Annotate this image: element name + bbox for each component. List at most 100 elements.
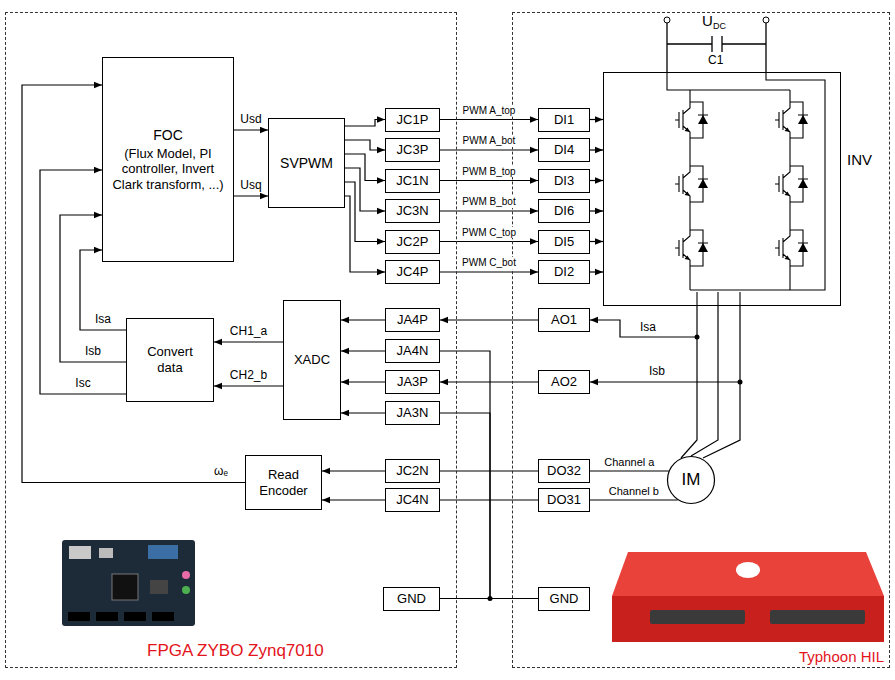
board-header: [96, 612, 118, 621]
hil-connector: [770, 610, 865, 624]
node-text: XADC: [294, 352, 330, 368]
pin-box: JC2P: [385, 230, 440, 254]
pin-box: JC4N: [385, 488, 440, 512]
connector: [345, 140, 385, 150]
region-title: FPGA ZYBO Zynq7010: [147, 641, 324, 661]
connector: [341, 412, 385, 413]
signal-label: Usq: [238, 179, 263, 193]
audio-jack: [182, 571, 190, 579]
connector: [60, 215, 126, 362]
board-header: [68, 612, 90, 621]
region-title: Typhoon HIL: [799, 648, 884, 665]
node-text: JA4N: [397, 343, 429, 359]
connector: [341, 350, 385, 351]
hil-connector: [650, 610, 745, 624]
gnd-box: GND: [383, 587, 440, 611]
signal-label: PWM C_bot: [460, 257, 518, 269]
node-text: AO2: [551, 374, 577, 390]
connector: [440, 149, 538, 150]
signal-label: PWM B_top: [460, 166, 517, 178]
pin-box: JC2N: [385, 459, 440, 483]
capacitor-symbol: [667, 23, 766, 72]
gnd-box: GND: [538, 587, 590, 611]
node-text: JC3N: [396, 203, 429, 219]
connector: [341, 381, 385, 382]
connector: [345, 168, 385, 211]
node-text: DI4: [554, 142, 574, 158]
pin-box: DI5: [538, 230, 590, 254]
node-text: JC2P: [397, 234, 429, 250]
connector: [214, 385, 283, 386]
free-label: U: [702, 12, 713, 29]
connector: [22, 85, 245, 483]
connector: [80, 250, 126, 330]
node-text: (Flux Model, PI controller, Invert Clark…: [111, 146, 225, 193]
board-connector: [99, 548, 113, 558]
board-chip: [112, 574, 138, 600]
connector: [440, 351, 538, 599]
signal-label: Isc: [73, 377, 92, 391]
connector: [440, 271, 538, 272]
free-label: DC: [713, 21, 726, 31]
node-text: JA4P: [397, 312, 428, 328]
connector: [590, 210, 603, 211]
node-text: JA3P: [397, 374, 428, 390]
signal-label: Channel b: [607, 485, 661, 498]
xadc-block: XADC: [283, 300, 341, 420]
connector: [590, 241, 603, 242]
connector: [234, 195, 268, 196]
pin-box: JC1N: [385, 169, 440, 193]
pin-box: DI1: [538, 108, 590, 132]
connector: [341, 319, 385, 320]
node-text: FOC: [153, 127, 183, 144]
block-title: INV: [847, 151, 872, 169]
node-text: DI5: [554, 234, 574, 250]
pin-box: AO1: [538, 308, 590, 332]
node-text: JC1N: [396, 173, 429, 189]
signal-label: PWM A_bot: [461, 135, 518, 147]
encoder-block: Read Encoder: [245, 455, 322, 510]
node-text: JA3N: [397, 405, 429, 421]
node-text: DO31: [547, 492, 581, 508]
connector: [345, 120, 385, 127]
node-text: DO32: [547, 463, 581, 479]
pin-box: JA3N: [385, 401, 440, 425]
node-text: JC1P: [397, 112, 429, 128]
connector: [691, 306, 718, 456]
motor-circle-shape: [668, 457, 715, 504]
node-text: Convert data: [141, 344, 199, 375]
free-label: Isb: [649, 365, 665, 379]
signal-label: PWM A_top: [461, 105, 518, 117]
connector: [590, 499, 678, 500]
node-text: GND: [397, 591, 426, 607]
connector: [440, 241, 538, 242]
igbt-symbol: [675, 162, 708, 206]
fpga-board: [62, 540, 195, 626]
free-label: C1: [708, 54, 723, 68]
signal-label: PWM C_top: [460, 227, 518, 239]
pin-box: JC3N: [385, 199, 440, 223]
node-text: AO1: [551, 312, 577, 328]
connector: [440, 381, 538, 382]
node-text: JC3P: [397, 142, 429, 158]
hil-device-top: [612, 552, 884, 596]
motor-circle: IM: [667, 456, 715, 504]
connector: [440, 319, 538, 320]
connector: [590, 470, 669, 471]
connector: [590, 119, 603, 120]
svpwm-block: SVPWM: [268, 118, 345, 208]
pin-box: JC4P: [385, 260, 440, 284]
inverter-box: INV: [603, 72, 841, 306]
node-text: JC2N: [396, 463, 429, 479]
fpga-region: FPGA ZYBO Zynq7010 FOC (Flux Model, PI con…: [5, 12, 457, 668]
connector: [440, 413, 538, 599]
dc-terminal: [763, 17, 769, 23]
pin-box: JA4P: [385, 308, 440, 332]
node-text: IM: [682, 470, 701, 490]
node-text: SVPWM: [280, 155, 333, 172]
board-connector: [69, 546, 91, 559]
dc-terminal: [664, 17, 670, 23]
board-header: [152, 612, 174, 621]
